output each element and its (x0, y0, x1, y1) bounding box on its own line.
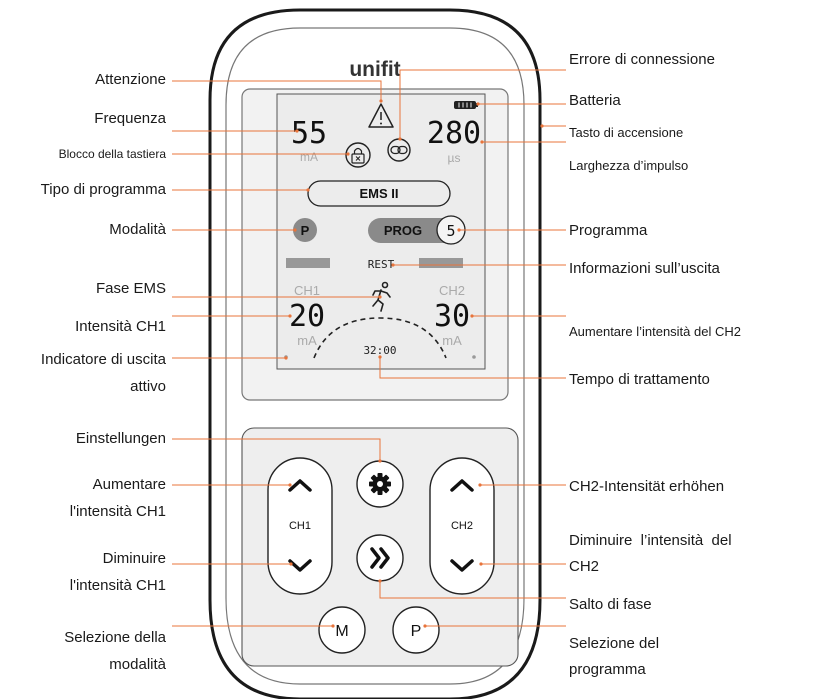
gear-icon (369, 473, 391, 495)
label-pulse-width: Larghezza d’impulso (569, 158, 689, 173)
mode-select-label: M (335, 623, 348, 640)
battery-icon (454, 101, 478, 109)
program-select-button[interactable] (392, 606, 440, 654)
label-output-info: Informazioni sull’uscita (569, 260, 720, 277)
label-program-type: Tipo di programma (40, 181, 166, 198)
mode-select-button[interactable] (318, 606, 366, 654)
mode-badge (293, 218, 317, 242)
ch1-up-icon[interactable] (288, 479, 312, 492)
ch1-rocker[interactable] (267, 457, 333, 595)
ch2-down-icon[interactable] (450, 559, 474, 572)
pulse-width-unit: µs (448, 151, 461, 165)
label-phase-skip: Salto di fase (569, 596, 652, 613)
label-active-output-line2: attivo (130, 378, 166, 395)
phase-skip-button[interactable] (356, 534, 404, 582)
ch1-intensity-value: 20 (289, 299, 325, 334)
label-active-output-line1: Indicatore di uscita (40, 351, 166, 368)
label-frequency: Frequenza (94, 110, 166, 127)
label-mode-select-line2: modalità (109, 656, 166, 673)
leader-lines (172, 69, 566, 627)
ch2-unit: mA (442, 333, 462, 348)
lcd-ch2-label: CH2 (439, 283, 465, 298)
label-mode: Modalità (109, 221, 166, 238)
label-ch1-up-line1: Aumentare (92, 476, 166, 493)
prog-pill (368, 218, 460, 243)
ch2-intensity-value: 30 (434, 299, 470, 334)
ch2-rocker[interactable] (429, 457, 495, 595)
label-treatment-time: Tempo di trattamento (569, 371, 710, 388)
label-keylock: Blocco della tastiera (58, 147, 166, 161)
prog-number: 5 (446, 222, 455, 240)
label-power-key: Tasto di accensione (569, 125, 684, 140)
lock-icon (345, 142, 371, 168)
settings-button[interactable] (356, 460, 404, 508)
prog-label: PROG (384, 223, 422, 238)
ch2-up-icon[interactable] (450, 479, 474, 492)
double-chevron-right-icon (370, 547, 390, 569)
brand-logo: unifit (349, 58, 400, 81)
ch2-key-label: CH2 (451, 520, 473, 532)
label-settings: Einstellungen (75, 430, 166, 447)
label-connection-error: Errore di connessione (569, 51, 715, 68)
label-ch1-down-line2: l'intensità CH1 (69, 577, 166, 594)
warning-icon (368, 103, 394, 128)
rest-label: REST (368, 258, 395, 271)
program-type-text: EMS II (359, 186, 398, 201)
label-mode-select-line1: Selezione della (64, 629, 166, 646)
label-ch1-down-line1: Diminuire (102, 550, 166, 567)
program-type-box (307, 180, 451, 207)
label-attention: Attenzione (95, 71, 166, 88)
active-output-dot-right (472, 355, 476, 359)
output-bar-right (419, 258, 463, 268)
runner-icon (372, 281, 391, 312)
label-ch2-up: CH2-Intensität erhöhen (569, 478, 725, 495)
lcd-ch1-label: CH1 (294, 283, 320, 298)
timer-value: 32:00 (363, 344, 396, 357)
label-ch2-down-line1: Diminuire l’intensità del (569, 532, 732, 549)
timer-arc (313, 317, 447, 359)
frequency-unit: mA (300, 150, 318, 164)
ch1-key-label: CH1 (289, 520, 311, 532)
label-ch1-up-line2: l'intensità CH1 (69, 503, 166, 520)
ch1-down-icon[interactable] (288, 559, 312, 572)
label-battery: Batteria (569, 92, 621, 109)
label-ch2-down-line2: CH2 (569, 558, 600, 575)
leader-line-endpoints (284, 99, 544, 628)
mode-badge-text: P (301, 223, 310, 238)
label-ems-phase: Fase EMS (95, 280, 166, 297)
label-ch1-intensity: Intensità CH1 (75, 318, 166, 335)
label-program: Programma (569, 222, 648, 239)
pulse-width-value: 280 (427, 116, 481, 151)
program-select-label: P (411, 623, 422, 640)
output-bar-left (286, 258, 330, 268)
label-program-select-line2: programma (569, 661, 646, 678)
label-program-select-line1: Selezione del (569, 635, 660, 652)
frequency-value: 55 (291, 116, 327, 151)
ch1-unit: mA (297, 333, 317, 348)
label-ch2-increase-display: Aumentare l’intensità del CH2 (569, 324, 741, 339)
